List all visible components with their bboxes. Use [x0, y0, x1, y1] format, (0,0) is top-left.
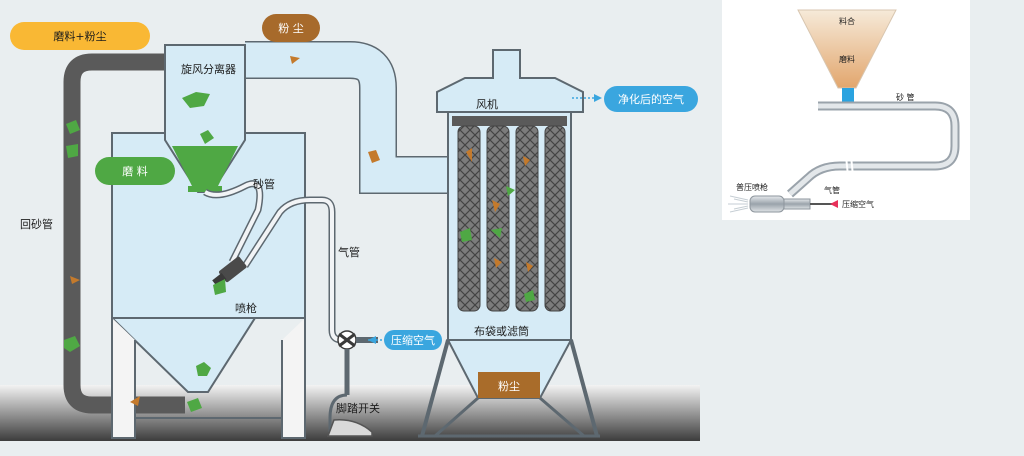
dust-collection	[478, 372, 540, 398]
abrasive-hopper	[172, 146, 238, 186]
cabinet-leg-right	[281, 318, 306, 439]
inset-funnel-neck	[842, 88, 854, 102]
label-air-pipe: 气管	[338, 245, 360, 259]
inset-label-sand-pipe: 砂 管	[896, 92, 915, 102]
abrasive-particle	[66, 120, 80, 134]
inset-label-abrasive: 磨料	[839, 54, 855, 64]
label-sand-pipe: 砂管	[253, 177, 275, 191]
return-sand-pipe	[63, 53, 185, 414]
inset-label-nozzle: 普压喷枪	[736, 182, 768, 192]
abrasive-particle	[187, 398, 202, 412]
duct	[245, 42, 452, 193]
dust-particle	[70, 276, 80, 284]
abrasive-particle	[66, 144, 78, 158]
dust-particle	[290, 56, 300, 64]
tag-compressed-air	[384, 330, 442, 350]
tag-compressed-air-text: 压缩空气	[391, 333, 435, 347]
abrasive-particle	[182, 92, 210, 108]
abrasive-particle	[64, 336, 80, 352]
label-fan: 风机	[476, 97, 498, 111]
abrasive-particle	[213, 279, 226, 295]
tag-dust-top	[262, 14, 320, 42]
inset-nozzle	[749, 195, 785, 213]
foot-pedal	[326, 419, 373, 437]
inset-label-air-pipe: 气管	[824, 185, 840, 195]
inset-label-compressed-air: 压缩空气	[842, 199, 874, 209]
inset-spray	[728, 195, 749, 213]
arrow-left-icon	[368, 336, 376, 344]
dust-particle	[130, 396, 140, 406]
tag-clean-air-text: 净化后的空气	[618, 92, 684, 106]
dust-particle	[368, 150, 380, 163]
label-return-pipe: 回砂管	[20, 217, 53, 231]
inset-label-mixer: 料合	[839, 16, 855, 26]
tag-abrasive-text: 磨 料	[122, 164, 148, 178]
label-nozzle: 喷枪	[235, 301, 257, 315]
inset-funnel	[797, 9, 897, 89]
tag-abrasive-dust-text: 磨料+粉尘	[53, 29, 106, 43]
fan-housing	[436, 49, 584, 113]
tag-dust-top-text: 粉 尘	[278, 22, 304, 35]
tag-abrasive	[95, 157, 175, 185]
filter-bag	[457, 125, 481, 312]
label-bag-filter: 布袋或滤筒	[474, 324, 529, 338]
label-cyclone: 旋风分离器	[181, 62, 236, 76]
abrasive-particle	[196, 362, 211, 376]
tag-clean-air	[604, 86, 698, 112]
label-foot-switch: 脚踏开关	[336, 401, 380, 415]
filter-bag	[486, 125, 510, 312]
spray-gun	[212, 256, 247, 287]
tag-abrasive-dust	[10, 22, 150, 50]
filter-bag	[515, 125, 539, 312]
abrasive-particle	[200, 130, 214, 144]
cabinet-leg-left	[111, 318, 136, 439]
arrow-right-icon	[594, 94, 602, 102]
filter-bag	[544, 125, 566, 312]
label-dust-bottom: 粉尘	[498, 380, 520, 393]
inset-arrow-left-icon	[830, 200, 838, 208]
